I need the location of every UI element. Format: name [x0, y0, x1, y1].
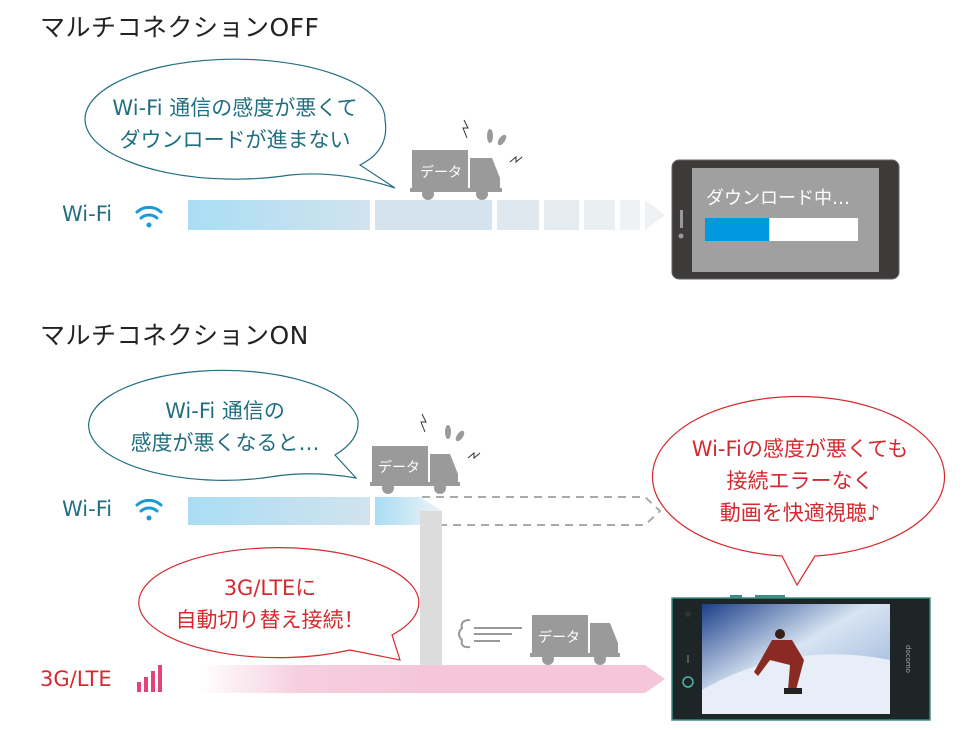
phone-downloading: ダウンロード中…	[671, 159, 900, 280]
lte-label: 3G/LTE	[40, 667, 112, 691]
speech-bubble-wifi-weak	[88, 369, 359, 481]
truck-icon: データ	[370, 413, 481, 494]
bubble-wifi-slow-text: Wi-Fi 通信の感度が悪くて ダウンロードが進まない	[85, 92, 385, 156]
truck-label: データ	[538, 629, 580, 646]
speech-bubble-result	[651, 395, 946, 587]
truck-label: データ	[378, 459, 420, 476]
phone-playing-video: docomo	[671, 595, 931, 721]
wifi-stream-on	[188, 496, 662, 693]
bubble-line: Wi-Fi 通信の感度が悪くて	[112, 96, 358, 120]
bubble-lte-text: 3G/LTEに 自動切り替え接続！	[130, 572, 410, 636]
bubble-line: 動画を快適視聴♪	[719, 501, 881, 525]
bubble-line: 自動切り替え接続！	[175, 608, 365, 632]
section-on-title: マルチコネクションON	[40, 321, 309, 350]
speech-bubble-lte-switch	[138, 547, 420, 661]
bubble-line: 接続エラーなく	[726, 469, 874, 493]
speech-bubble-wifi-slow	[84, 58, 396, 189]
exhaust-puff-icon	[458, 619, 522, 649]
wifi-icon	[135, 498, 163, 521]
truck-label: データ	[420, 164, 462, 181]
wifi-label-off: Wi-Fi	[62, 202, 113, 226]
phone-brand-logo: docomo	[904, 645, 912, 673]
truck-icon: データ	[530, 615, 620, 665]
switch-path	[420, 511, 442, 693]
bubble-line: 感度が悪くなると…	[130, 431, 320, 455]
lte-stream	[200, 665, 665, 693]
bubble-line: ダウンロードが進まない	[119, 128, 351, 152]
wifi-stream-off	[188, 200, 665, 230]
truck-icon: データ	[410, 119, 523, 200]
wifi-label-on: Wi-Fi	[62, 497, 113, 521]
bubble-wifi-weak-text: Wi-Fi 通信の 感度が悪くなると…	[90, 395, 360, 459]
bubble-line: Wi-Fi 通信の	[165, 399, 285, 423]
bubble-line: 3G/LTEに	[223, 576, 317, 600]
wifi-icon	[135, 205, 163, 228]
download-progress-fill	[705, 218, 770, 241]
section-off-title: マルチコネクションOFF	[40, 13, 320, 42]
bubble-line: Wi-Fiの感度が悪くても	[691, 437, 909, 461]
signal-bars-icon	[137, 665, 162, 692]
download-status-text: ダウンロード中…	[706, 188, 850, 209]
bubble-result-text: Wi-Fiの感度が悪くても 接続エラーなく 動画を快適視聴♪	[655, 433, 945, 529]
